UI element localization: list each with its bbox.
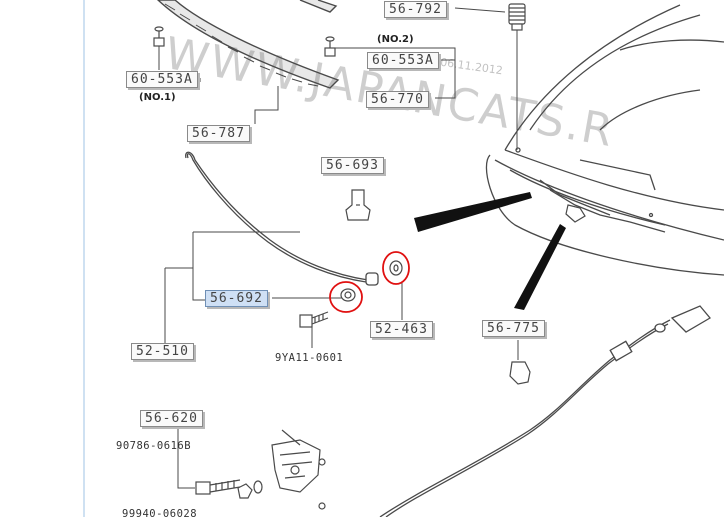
bolt-part bbox=[299, 311, 329, 328]
label-52-463[interactable]: 52-463 bbox=[370, 321, 433, 338]
label-56-775[interactable]: 56-775 bbox=[482, 320, 545, 337]
code-90786-0616b[interactable]: 90786-0616B bbox=[116, 440, 192, 452]
label-60-553a-no2[interactable]: 60-553A bbox=[367, 52, 439, 69]
clip-fastener-2 bbox=[324, 36, 336, 57]
lower-bolt bbox=[195, 479, 241, 495]
hood-release-cable bbox=[185, 151, 379, 286]
highlight-circle-washer bbox=[382, 251, 410, 285]
hood-latch-assembly bbox=[271, 429, 326, 493]
note-no2: (NO.2) bbox=[377, 34, 414, 45]
hood-seal-strip bbox=[156, 0, 340, 89]
lower-washer bbox=[318, 502, 326, 510]
note-no1: (NO.1) bbox=[139, 92, 176, 103]
code-99940-06028[interactable]: 99940-06028 bbox=[122, 508, 198, 517]
car-hood-outline bbox=[485, 4, 724, 276]
label-56-693[interactable]: 56-693 bbox=[321, 157, 384, 174]
label-56-792[interactable]: 56-792 bbox=[384, 1, 447, 18]
label-56-770[interactable]: 56-770 bbox=[366, 91, 429, 108]
label-56-692[interactable]: 56-692 bbox=[205, 290, 268, 307]
cable-grommet bbox=[340, 288, 356, 302]
highlight-circle-grommet bbox=[329, 281, 363, 313]
code-9ya11-0601[interactable]: 9YA11-0601 bbox=[275, 352, 344, 364]
pointer-arrows bbox=[414, 192, 566, 310]
cable-clip bbox=[345, 189, 371, 221]
hood-stopper-spring bbox=[508, 3, 526, 150]
release-handle-clip bbox=[509, 340, 531, 385]
release-handle-cable bbox=[379, 305, 711, 517]
washer-part bbox=[389, 260, 403, 276]
car-latch-detail bbox=[565, 204, 586, 223]
label-52-510[interactable]: 52-510 bbox=[131, 343, 194, 360]
clip-fastener-1 bbox=[153, 26, 165, 47]
label-56-787[interactable]: 56-787 bbox=[187, 125, 250, 142]
label-56-620[interactable]: 56-620 bbox=[140, 410, 203, 427]
label-60-553a-no1[interactable]: 60-553A bbox=[126, 71, 198, 88]
lower-nut bbox=[237, 480, 263, 499]
